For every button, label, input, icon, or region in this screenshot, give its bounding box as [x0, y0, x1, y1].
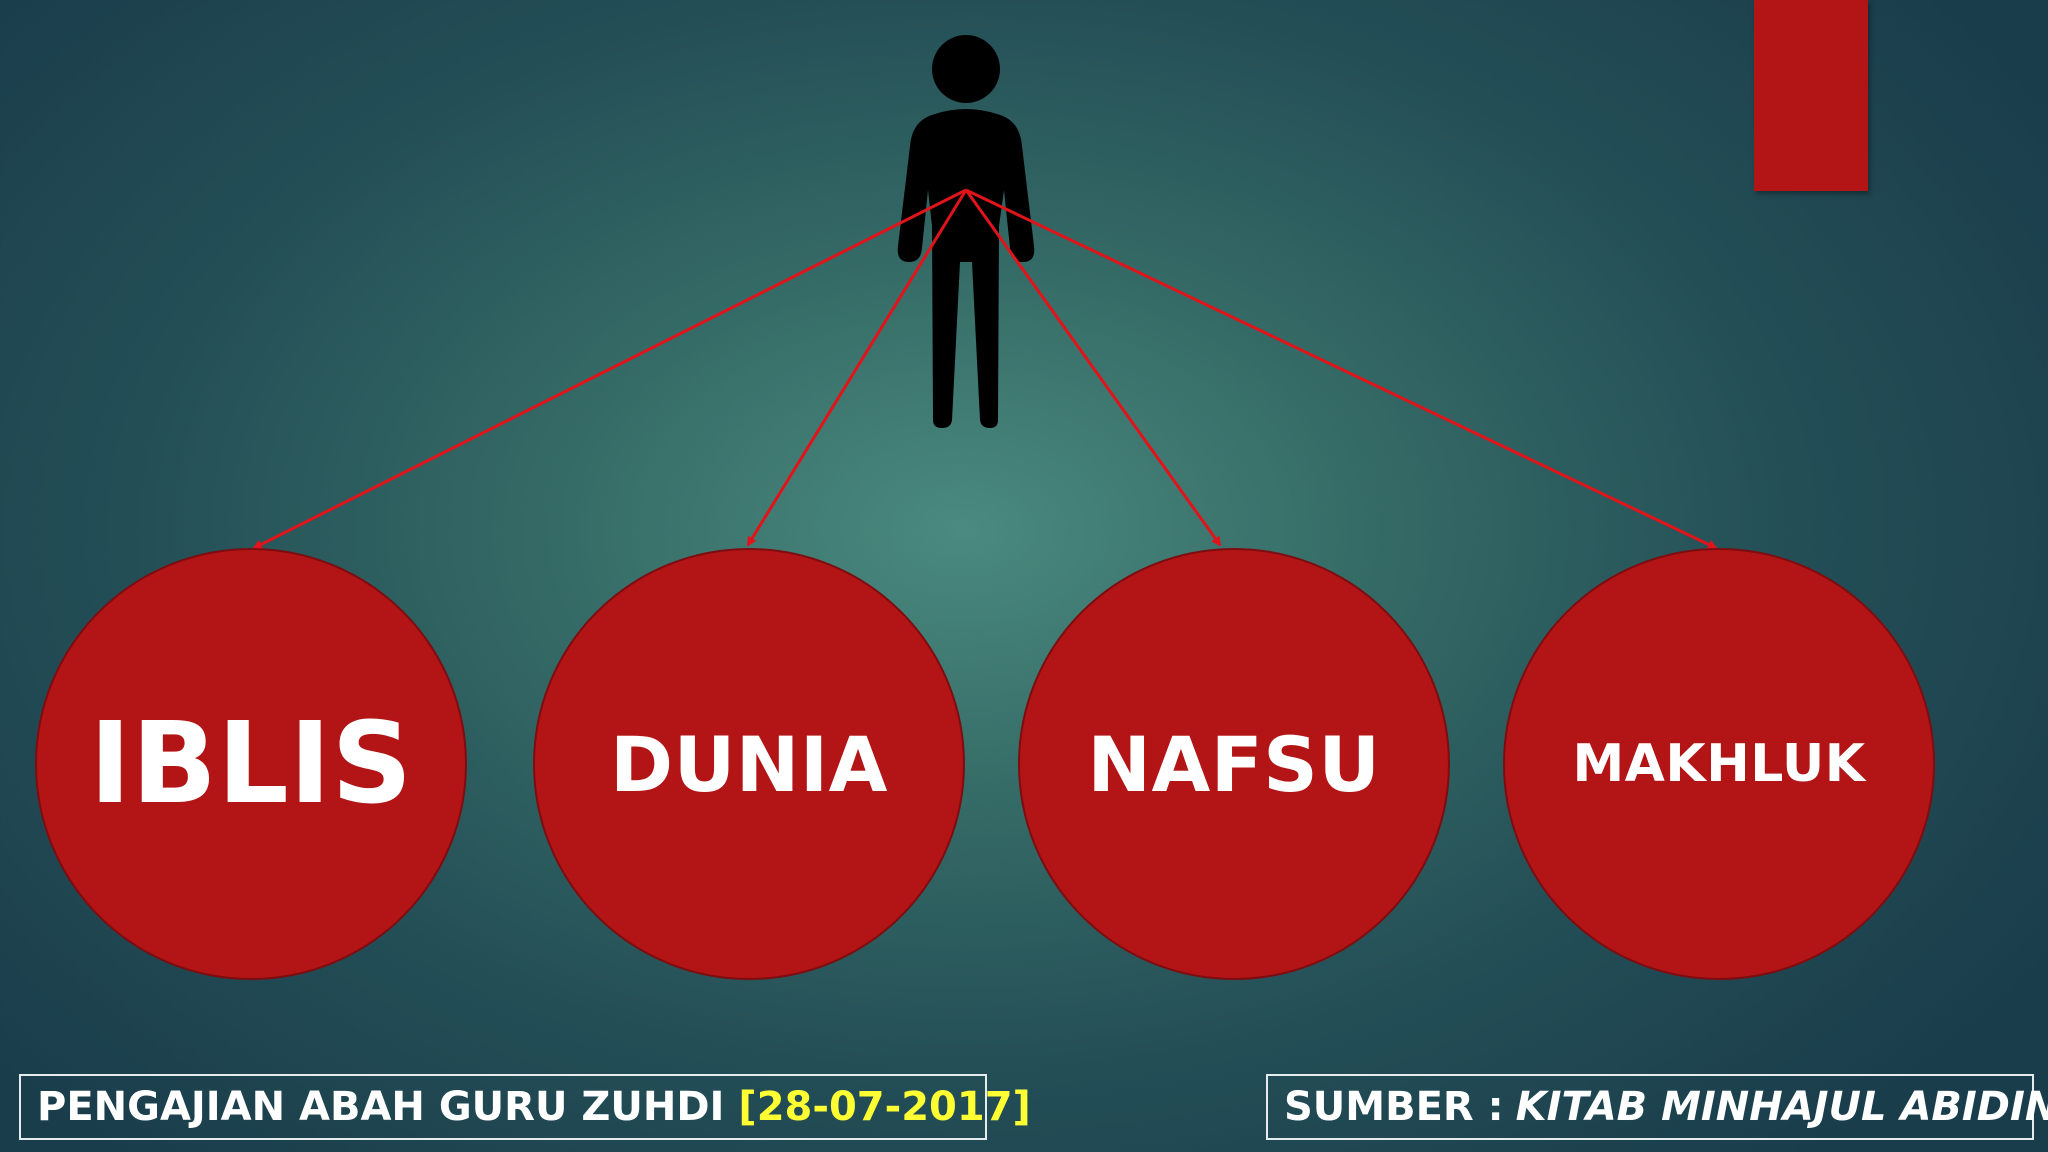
arrow-to-iblis [252, 188, 967, 550]
source-title: KITAB MINHAJUL ABIDIN [1515, 1084, 2048, 1130]
node-nafsu: NAFSU [1018, 548, 1450, 980]
event-date: [28-07-2017] [738, 1084, 1031, 1130]
footer-event-box: PENGAJIAN ABAH GURU ZUHDI [28-07-2017] [19, 1074, 1031, 1140]
arrow-to-makhluk [965, 188, 1718, 550]
arrow-to-dunia [746, 189, 968, 547]
node-dunia: DUNIA [533, 548, 965, 980]
source-label: SUMBER : [1284, 1084, 1504, 1130]
node-iblis: IBLIS [35, 548, 467, 980]
footer-source-box: SUMBER : KITAB MINHAJUL ABIDIN [1266, 1074, 2048, 1140]
accent-bar [1754, 0, 1868, 191]
event-title: PENGAJIAN ABAH GURU ZUHDI [37, 1084, 725, 1130]
person-icon [897, 35, 1035, 428]
node-makhluk: MAKHLUK [1503, 548, 1935, 980]
arrow-to-nafsu [964, 189, 1222, 547]
